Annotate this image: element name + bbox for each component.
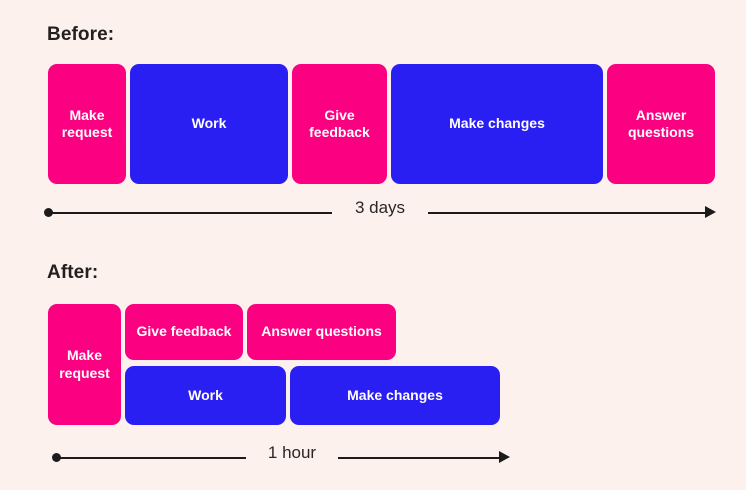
before-bar-work: Work — [130, 64, 288, 184]
after-bar-answer-questions-label: Answer questions — [261, 323, 382, 340]
before-timeline: 3 days — [44, 198, 716, 226]
after-bar-make-changes: Make changes — [290, 366, 500, 425]
after-timeline-line-left — [56, 457, 246, 459]
after-bar-work-label: Work — [188, 386, 223, 403]
before-timeline-line-left — [48, 212, 332, 214]
after-timeline-end-arrow — [499, 451, 510, 463]
after-timeline-line-right — [338, 457, 499, 459]
after-section-label: After: — [47, 262, 99, 283]
before-bar-work-label: Work — [191, 115, 227, 132]
after-timeline-duration-label: 1 hour — [267, 443, 317, 462]
before-timeline-duration-label: 3 days — [354, 198, 406, 217]
before-section-label: Before: — [47, 24, 115, 45]
before-bar-make-changes: Make changes — [391, 64, 603, 184]
before-bar-make-changes-label: Make changes — [449, 115, 545, 132]
after-bar-give-feedback: Give feedback — [125, 304, 243, 360]
before-timeline-line-right — [428, 212, 705, 214]
after-timeline: 1 hour — [52, 443, 510, 471]
after-bar-answer-questions: Answer questions — [247, 304, 396, 360]
after-bar-work: Work — [125, 366, 286, 425]
after-bar-make-changes-label: Make changes — [347, 386, 443, 403]
before-timeline-end-arrow — [705, 206, 716, 218]
after-bar-give-feedback-label: Give feedback — [136, 323, 232, 340]
